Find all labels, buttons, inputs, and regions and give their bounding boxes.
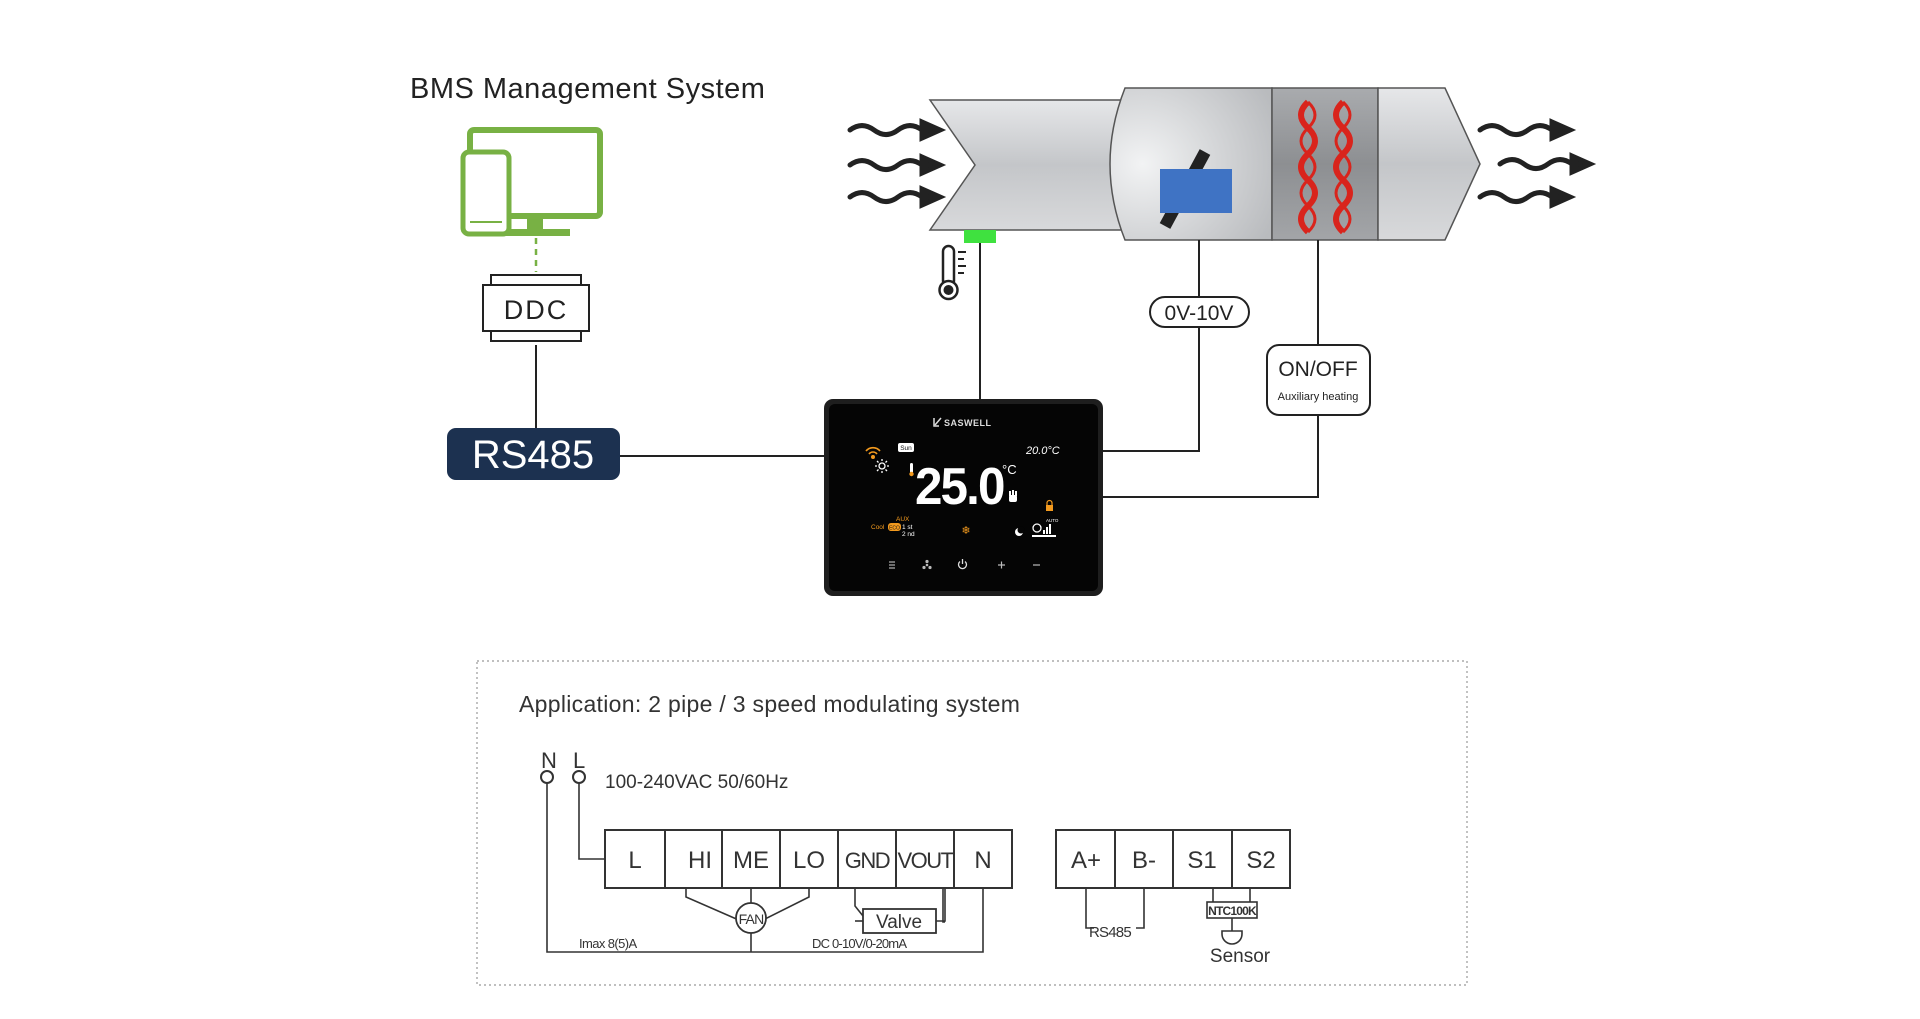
comm-wiring (1085, 888, 1251, 931)
aux-heating-label: Auxiliary heating (1278, 391, 1359, 403)
eco-badge (888, 523, 901, 531)
thermo-small-icon (909, 463, 914, 477)
terminal-hi: HI (688, 847, 712, 874)
ntc-label: NTC100K (1208, 904, 1257, 918)
fan-speed-icon: AUTO (1032, 518, 1059, 537)
stage-2: 2 nd (902, 531, 915, 538)
terminal-l: L (628, 847, 641, 874)
fan-button[interactable] (922, 559, 932, 570)
bms-title: BMS Management System (410, 73, 765, 105)
air-outlet-arrows (1477, 118, 1597, 209)
terminal-a-plus: A+ (1071, 847, 1101, 874)
rs485-badge: RS485 (447, 428, 620, 480)
terminal-b-minus: B- (1132, 847, 1156, 874)
stage-1: 1 st (902, 524, 913, 531)
heater-coils (1298, 99, 1353, 235)
valve-actuator: Valve (862, 908, 937, 934)
eco-label: ECO (889, 526, 900, 532)
onoff-label: ON/OFF (1278, 358, 1357, 381)
signal-badge: 0V-10V (1149, 296, 1250, 328)
duct-sensor (964, 230, 996, 243)
application-title: Application: 2 pipe / 3 speed modulating… (519, 691, 1020, 717)
thermostat: SASWELL Sun 20.0°C 25.0 °C AUX (824, 399, 1103, 596)
comm-terminal-block: A+ B- S1 S2 (1055, 829, 1291, 889)
sun-icon (875, 459, 889, 473)
live-label: L (573, 748, 585, 773)
live-terminal (572, 770, 586, 784)
terminal-s1: S1 (1187, 847, 1216, 874)
lock-icon (1046, 499, 1053, 511)
neutral-terminal (540, 770, 554, 784)
cool-mode: Cool (871, 524, 885, 531)
monitor-phone-icon (460, 127, 603, 237)
valve-label: Valve (876, 912, 922, 933)
day-badge (898, 443, 914, 452)
ddc-label: DDC (504, 295, 569, 325)
damper-actuator (1159, 149, 1232, 229)
terminal-vout: VOUT (897, 848, 953, 873)
dc-signal-label: DC 0-10V/0-20mA (812, 936, 907, 951)
wifi-icon (865, 446, 881, 459)
signal-label: 0V-10V (1165, 302, 1234, 325)
ddc-controller: DDC (482, 274, 590, 342)
rs485-wire-label: RS485 (1089, 924, 1131, 941)
hand-icon (1009, 490, 1017, 502)
sensor-label: Sensor (1210, 946, 1271, 967)
menu-button[interactable] (889, 561, 895, 569)
terminal-n: N (974, 847, 991, 874)
neutral-label: N (541, 748, 557, 773)
fan-label: FAN (739, 911, 764, 927)
fan-motor: FAN (735, 902, 767, 934)
terminal-lo: LO (793, 847, 825, 874)
power-spec: 100-240VAC 50/60Hz (605, 772, 788, 793)
aux-indicator: AUX (896, 516, 910, 523)
plus-button[interactable] (998, 561, 1005, 569)
rs485-label: RS485 (472, 433, 594, 477)
day-label: Sun (900, 445, 912, 452)
terminal-me: ME (733, 847, 769, 874)
auto-label: AUTO (1046, 518, 1059, 523)
brand-logo: SASWELL (933, 417, 992, 428)
current-temperature: 25.0 (915, 457, 1004, 515)
onoff-badge: ON/OFF Auxiliary heating (1266, 344, 1371, 416)
snowflake-icon: ❄ (961, 525, 970, 537)
main-terminal-block: L HI ME LO GND VOUT N (604, 829, 1013, 889)
wiring-panel (476, 660, 1468, 986)
moon-icon (1015, 526, 1025, 536)
terminal-s2: S2 (1246, 847, 1275, 874)
thermometer-icon (938, 244, 966, 301)
air-inlet-arrows (847, 118, 947, 209)
imax-label: Imax 8(5)A (579, 936, 638, 951)
power-button[interactable] (957, 559, 968, 570)
brand-name: SASWELL (944, 418, 992, 428)
wiring-lines (546, 783, 984, 953)
terminal-gnd: GND (845, 848, 890, 873)
air-duct (928, 87, 1481, 241)
ntc-sensor: NTC100K (1206, 901, 1258, 945)
set-temperature: 20.0°C (1025, 445, 1060, 457)
temp-unit: °C (1002, 462, 1017, 477)
